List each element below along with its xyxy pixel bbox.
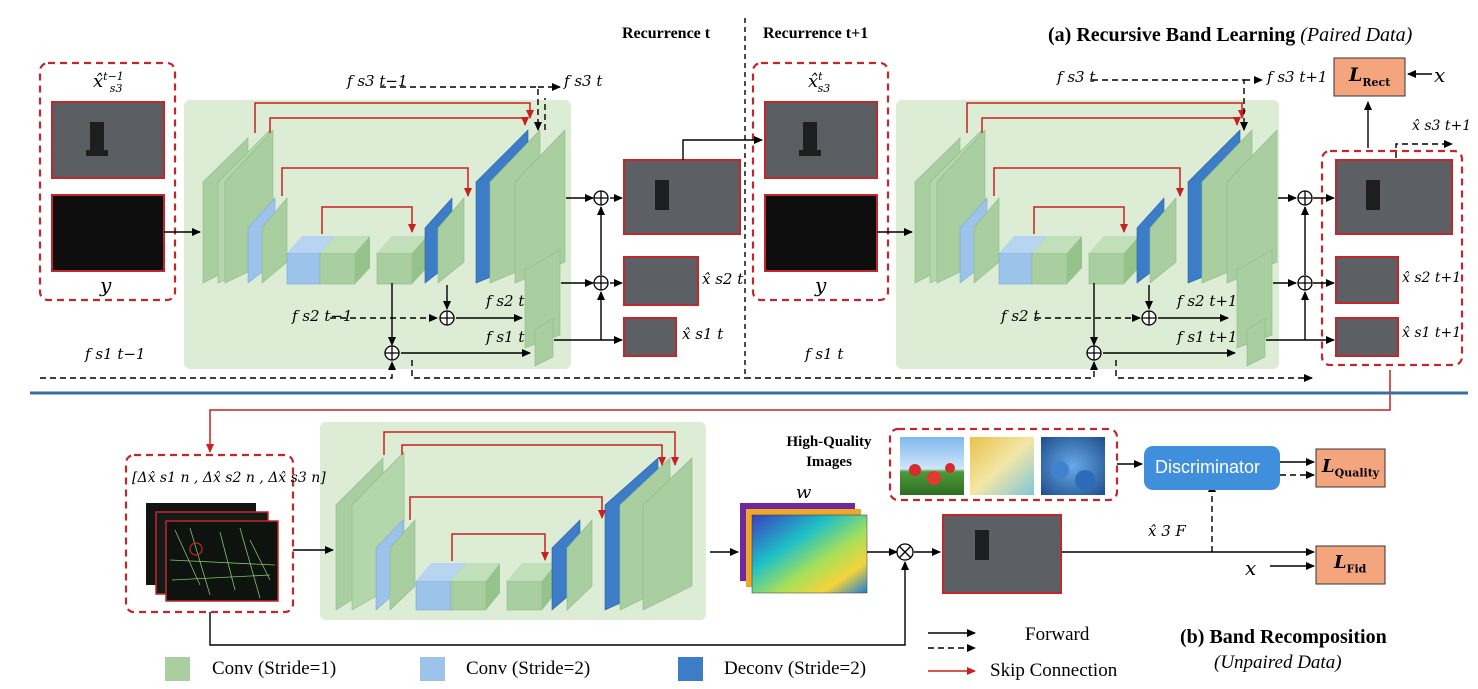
loss-quality-box (1315, 448, 1386, 488)
input-xs3-t: x̂ts3 (808, 70, 831, 95)
loss-fid-label: LFid (1334, 552, 1367, 576)
loss-rect-x: x (1434, 63, 1446, 87)
feat-fs2-prev: f s2 t−1 (292, 307, 353, 325)
loss-quality-label: LQuality (1322, 456, 1380, 480)
final-output-label: x̂ 3 F (1148, 522, 1186, 540)
legend-forward: Forward (1025, 624, 1090, 645)
network-bg-t (184, 100, 571, 369)
legend-conv2-swatch (420, 657, 445, 681)
feat-fs3-prev: f s3 t−1 (347, 72, 408, 90)
recurrence-t-label: Recurrence t (622, 25, 711, 42)
input-xs3-prev: x̂t−1s3 (93, 70, 124, 95)
section-b-subtitle: (Unpaired Data) (1214, 652, 1342, 673)
out-xs1-t1: x̂ s1 t+1 (1402, 325, 1462, 341)
hq-box (888, 427, 1119, 502)
network-t-blocks (202, 129, 566, 367)
out-xs2-t: x̂ s2 t (702, 270, 744, 288)
legend-skip: Skip Connection (990, 660, 1118, 681)
section-a-title-text: (a) Recursive Band Learning (1048, 24, 1296, 46)
image-thumbnails (51, 101, 1453, 602)
feat-fs3-t: f s3 t (564, 72, 603, 90)
input-y-t1: y (815, 273, 827, 297)
input-box-t1 (751, 61, 890, 302)
loss-fid-x: x (1245, 556, 1257, 580)
network-bg-t1 (896, 100, 1279, 369)
legend-conv2: Conv (Stride=2) (466, 658, 591, 679)
discriminator-label: Discriminator (1155, 457, 1261, 477)
recurrence-t1-label: Recurrence t+1 (763, 25, 869, 42)
input-y-t: y (100, 273, 112, 297)
section-b-title: (b) Band Recomposition (1180, 626, 1387, 648)
legend-conv1-swatch (165, 657, 190, 681)
w-label: w (796, 482, 812, 503)
loss-fid-box (1315, 545, 1386, 585)
skip-connections (206, 102, 1391, 561)
input-box-t (38, 61, 177, 302)
network-t1-blocks (914, 129, 1278, 367)
feat-fs1-t-r: f s1 t (805, 345, 844, 363)
delta-label: [Δx̂ s1 n , Δx̂ s2 n , Δx̂ s3 n] (132, 470, 326, 486)
section-a-subtitle: (Paired Data) (1300, 24, 1413, 46)
legend-deconv: Deconv (Stride=2) (724, 658, 867, 679)
forward-lines (40, 18, 1453, 652)
discriminator-box (1144, 446, 1280, 490)
out-xs1-t: x̂ s1 t (682, 325, 724, 343)
feat-fs1-prev: f s1 t−1 (85, 345, 146, 363)
add-nodes (384, 190, 1313, 561)
legend-deconv-swatch (678, 657, 703, 681)
hq-label: High-Quality Images (776, 432, 882, 472)
loss-rect-label: LRect (1349, 64, 1391, 89)
feat-fs2-t1: f s2 t+1 (1177, 292, 1238, 310)
out-xs2-t1: x̂ s2 t+1 (1402, 270, 1462, 286)
delta-box (124, 453, 295, 614)
section-a-title: (a) Recursive Band Learning (Paired Data… (1048, 24, 1412, 47)
feat-fs1-t1: f s1 t+1 (1177, 328, 1238, 346)
output-box-t1 (1320, 149, 1464, 367)
out-xs3-t1: x̂ s3 t+1 (1412, 118, 1472, 134)
hq-label-line1: High-Quality (786, 434, 872, 450)
feat-fs1-t: f s1 t (486, 328, 525, 346)
feat-fs2-t-r: f s2 t (1001, 307, 1040, 325)
legend-conv1: Conv (Stride=1) (212, 658, 337, 679)
hq-label-line2: Images (806, 454, 852, 470)
feat-fs3-t-r: f s3 t (1057, 68, 1096, 86)
feat-fs3-t1: f s3 t+1 (1267, 68, 1328, 86)
loss-rect-box (1333, 57, 1406, 97)
feat-fs2-t: f s2 t (486, 292, 525, 310)
network-b-blocks (335, 451, 693, 611)
